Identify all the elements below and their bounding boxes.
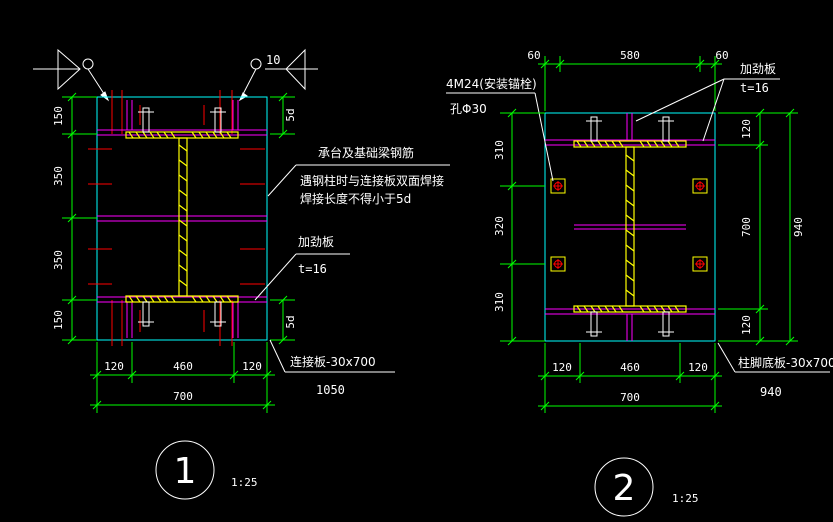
svg-text:60: 60 bbox=[715, 49, 728, 62]
h-section-column bbox=[573, 140, 687, 313]
right-5d-dimensions bbox=[270, 92, 295, 345]
svg-text:460: 460 bbox=[620, 361, 640, 374]
svg-text:120: 120 bbox=[552, 361, 572, 374]
total-width-label: 700 bbox=[620, 391, 640, 404]
base-plate-label: 柱脚底板-30x700 bbox=[738, 355, 833, 370]
hole-label: 孔Φ30 bbox=[450, 102, 487, 116]
svg-text:700: 700 bbox=[740, 217, 753, 237]
left-dimension-chain bbox=[62, 92, 97, 345]
bottom-dimension-chain bbox=[538, 343, 722, 413]
left-dimension-labels: 150 350 350 150 bbox=[52, 106, 65, 330]
scale-label: 1:25 bbox=[672, 492, 699, 505]
svg-text:120: 120 bbox=[740, 119, 753, 139]
svg-text:310: 310 bbox=[493, 140, 506, 160]
dim-5d-bottom: 5d bbox=[284, 315, 297, 328]
note-leaders bbox=[446, 78, 830, 373]
svg-text:150: 150 bbox=[52, 106, 65, 126]
svg-text:120: 120 bbox=[242, 360, 262, 373]
bottom-dimension-labels: 120 460 120 700 bbox=[104, 360, 262, 403]
detail-2: 60 580 60 4M24(安装锚栓) 孔Φ30 加劲板 t=16 柱脚底板-… bbox=[446, 49, 833, 517]
total-width-label: 700 bbox=[173, 390, 193, 403]
weld-symbol-left bbox=[33, 48, 110, 102]
svg-text:120: 120 bbox=[688, 361, 708, 374]
svg-text:120: 120 bbox=[740, 315, 753, 335]
left-dimension-chain bbox=[500, 108, 545, 346]
note-leaders bbox=[254, 164, 450, 373]
svg-text:150: 150 bbox=[52, 310, 65, 330]
anchor-bolts bbox=[138, 107, 226, 327]
right-dimension-chain bbox=[718, 108, 798, 346]
svg-text:60: 60 bbox=[527, 49, 540, 62]
right-total-label: 940 bbox=[792, 217, 805, 237]
top-dimension-labels: 60 580 60 bbox=[527, 49, 728, 62]
svg-text:350: 350 bbox=[52, 166, 65, 186]
plate-label: 连接板-30x700 bbox=[290, 354, 376, 369]
stiffener-label: 加劲板 bbox=[740, 62, 776, 76]
stiffener-label: 加劲板 bbox=[298, 235, 334, 249]
note-text: 承台及基础梁钢筋 遇钢柱时与连接板双面焊接 焊接长度不得小于5d 加劲板 t=1… bbox=[290, 145, 444, 397]
bolt-label: 4M24(安装锚栓) bbox=[446, 76, 537, 91]
stiffener-thickness: t=16 bbox=[298, 262, 327, 276]
base-plate-outline bbox=[544, 112, 716, 342]
dim-5d-top: 5d bbox=[284, 108, 297, 121]
svg-text:310: 310 bbox=[493, 292, 506, 312]
base-plate-length: 940 bbox=[760, 385, 782, 399]
right-dimension-labels: 120 700 120 940 bbox=[740, 119, 805, 335]
stiffener-plates bbox=[545, 113, 715, 341]
scale-label: 1:25 bbox=[231, 476, 258, 489]
stiffener-plates bbox=[97, 100, 267, 338]
rebar-lines bbox=[88, 90, 265, 346]
detail-callout-circle bbox=[155, 440, 215, 500]
svg-text:320: 320 bbox=[493, 216, 506, 236]
detail-callout-circle bbox=[594, 457, 654, 517]
bottom-dimension-labels: 120 460 120 700 bbox=[552, 361, 708, 404]
stiffener-thickness: t=16 bbox=[740, 81, 769, 95]
h-section-column bbox=[125, 131, 239, 303]
detail-callout-number: 1 bbox=[174, 451, 197, 492]
svg-text:580: 580 bbox=[620, 49, 640, 62]
note-line-3: 焊接长度不得小于5d bbox=[300, 191, 411, 206]
plate-length: 1050 bbox=[316, 383, 345, 397]
detail-callout-number: 2 bbox=[613, 468, 636, 509]
bottom-dimension-chain bbox=[90, 342, 275, 413]
detail-1: 10 bbox=[33, 48, 450, 500]
anchor-bolt-stubs bbox=[586, 116, 674, 337]
left-dimension-labels: 310 320 310 bbox=[493, 140, 506, 312]
svg-text:350: 350 bbox=[52, 250, 65, 270]
weld-size-label: 10 bbox=[266, 53, 280, 67]
note-line-2: 遇钢柱时与连接板双面焊接 bbox=[300, 173, 444, 188]
svg-text:460: 460 bbox=[173, 360, 193, 373]
detail2-note-text: 4M24(安装锚栓) 孔Φ30 加劲板 t=16 柱脚底板-30x700 940 bbox=[446, 62, 833, 399]
anchor-bolt-holes bbox=[550, 178, 708, 272]
top-dimension-chain bbox=[538, 56, 722, 111]
note-line-1: 承台及基础梁钢筋 bbox=[318, 145, 414, 160]
svg-text:120: 120 bbox=[104, 360, 124, 373]
